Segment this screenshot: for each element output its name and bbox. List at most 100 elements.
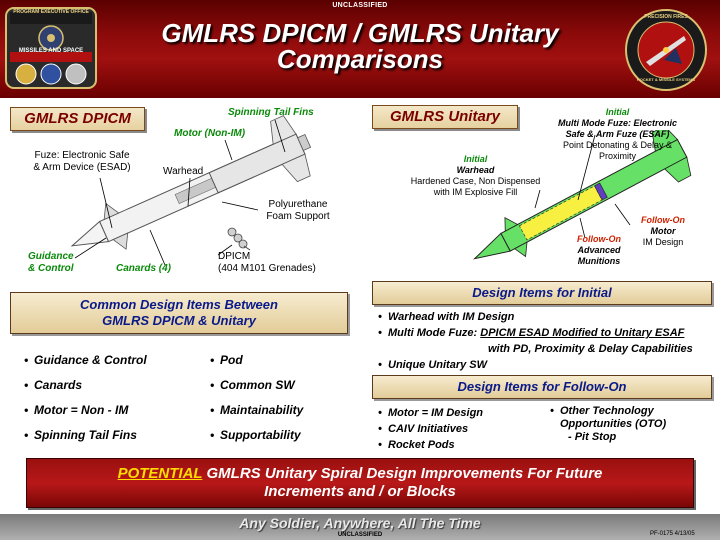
unitary-initial-fuze-head: Initial xyxy=(605,107,630,117)
unitary-fin-bottom xyxy=(664,156,692,183)
unitary-initial-warhead-line2: Hardened Case, Non Dispensed xyxy=(410,176,541,186)
design-followon-list-left: Motor = IM Design CAIV Initiatives Rocke… xyxy=(378,405,483,453)
dpicm-motor-label: Motor (Non-IM) xyxy=(174,128,246,139)
page-title: GMLRS DPICM / GMLRS Unitary Comparisons xyxy=(100,20,620,72)
badge-right-bottom-text: ROCKET & MISSILE SYSTEMS xyxy=(636,77,696,82)
unitary-initial-fuze-line1: Multi Mode Fuze: Electronic xyxy=(557,118,677,128)
unitary-initial-warhead-head: Initial xyxy=(463,154,488,164)
dpicm-rocket-diagram xyxy=(70,115,312,266)
dpicm-polyurethane-label: Polyurethane Foam Support xyxy=(258,199,338,223)
design-initial-item: Unique Unitary SW xyxy=(378,357,718,373)
fuze-capabilities: with PD, Proximity & Delay Capabilities xyxy=(488,343,693,355)
unitary-fuze-section xyxy=(594,182,608,201)
common-heading: Common Design Items Between GMLRS DPICM … xyxy=(10,292,348,334)
dpicm-polyurethane-line2: Foam Support xyxy=(266,211,330,222)
unitary-followon-motor-label: Follow-On Motor IM Design xyxy=(628,215,698,248)
unitary-followon-munitions-label: Follow-On Advanced Munitions xyxy=(565,234,633,267)
unitary-fin-top xyxy=(651,130,679,152)
unitary-followon-munitions-line1: Advanced xyxy=(577,245,621,255)
dpicm-polyurethane-line1: Polyurethane xyxy=(268,199,328,210)
dpicm-leader-lines xyxy=(74,119,286,266)
design-initial-item-cont: with PD, Proximity & Delay Capabilities xyxy=(378,341,718,357)
unitary-followon-motor-head: Follow-On xyxy=(641,215,685,225)
common-item: Canards xyxy=(24,373,147,398)
oto-line3: - Pit Stop xyxy=(568,431,617,443)
dpicm-canards-label: Canards (4) xyxy=(116,263,172,274)
potential-line2: Increments and / or Blocks xyxy=(264,483,456,500)
common-item: Guidance & Control xyxy=(24,348,147,373)
dpicm-fin-top xyxy=(270,115,297,145)
classification-bottom: UNCLASSIFIED xyxy=(337,532,383,538)
peo-missiles-space-logo xyxy=(4,6,98,90)
design-followon-item: Motor = IM Design xyxy=(378,405,483,421)
badge-left-top-text: PROGRAM EXECUTIVE OFFICE xyxy=(13,9,89,15)
common-item: Motor = Non - IM xyxy=(24,398,147,423)
design-followon-heading: Design Items for Follow-On xyxy=(372,375,712,399)
dpicm-grenades-label: DPICM (404 M101 Grenades) xyxy=(218,251,316,275)
dpicm-canard-top xyxy=(103,202,120,221)
dpicm-spinning-fins-label: Spinning Tail Fins xyxy=(228,107,314,118)
dpicm-nose xyxy=(70,220,110,247)
dpicm-guidance-label: Guidance & Control xyxy=(28,251,74,275)
badge-left-bottom-text: MISSILES AND SPACE xyxy=(18,48,84,54)
common-item: Pod xyxy=(210,348,303,373)
dpicm-fuze-line1: Fuze: Electronic Safe xyxy=(34,150,130,161)
footer-bar xyxy=(0,514,720,540)
common-list-left: Guidance & Control Canards Motor = Non -… xyxy=(24,348,147,448)
potential-banner: POTENTIAL GMLRS Unitary Spiral Design Im… xyxy=(26,458,694,508)
dpicm-warhead-label: Warhead xyxy=(163,166,204,177)
design-initial-item: Warhead with IM Design xyxy=(378,309,718,325)
unitary-nose xyxy=(473,232,511,260)
unitary-rocket-diagram xyxy=(473,130,692,260)
classification-top: UNCLASSIFIED xyxy=(332,2,388,9)
header-banner xyxy=(0,0,720,98)
unitary-followon-munitions-head: Follow-On xyxy=(577,234,621,244)
common-heading-line1: Common Design Items Between xyxy=(80,297,278,312)
design-initial-heading: Design Items for Initial xyxy=(372,281,712,305)
pf-number: PF-0175 4/13/05 xyxy=(650,531,695,537)
dpicm-guidance-line1: Guidance xyxy=(28,251,74,262)
precision-fires-logo xyxy=(624,8,708,92)
unitary-canard-top xyxy=(504,216,519,232)
design-initial-list: Warhead with IM Design Multi Mode Fuze: … xyxy=(378,309,718,373)
unitary-initial-fuze-label: Initial Multi Mode Fuze: Electronic Safe… xyxy=(540,107,695,162)
dpicm-grenades-spill xyxy=(227,227,251,251)
fuze-prefix: Multi Mode Fuze: xyxy=(388,327,481,339)
badge-right-top-text: PRECISION FIRES xyxy=(644,14,688,20)
unitary-followon-munitions-line2: Munitions xyxy=(577,256,621,266)
oto-line2: Opportunities (OTO) xyxy=(560,418,667,430)
design-followon-oto: Other Technology Opportunities (OTO) - P… xyxy=(550,405,666,444)
common-heading-line2: GMLRS DPICM & Unitary xyxy=(102,313,256,328)
unitary-initial-fuze-line2: Safe & Arm Fuze (ESAF) xyxy=(565,129,670,139)
unitary-initial-fuze-line3: Point Detonating & Delay & xyxy=(562,140,673,150)
dpicm-guidance-line2: & Control xyxy=(28,263,74,274)
unitary-leader-lines xyxy=(534,134,631,239)
design-followon-item: CAIV Initiatives xyxy=(378,421,483,437)
oto-line1: Other Technology xyxy=(560,405,654,417)
title-line2: Comparisons xyxy=(276,44,444,74)
design-initial-item-fuze: Multi Mode Fuze: DPICM ESAD Modified to … xyxy=(378,325,718,341)
unitary-initial-warhead-line1: Warhead xyxy=(456,165,495,175)
unitary-canard-bottom xyxy=(513,241,528,258)
unitary-followon-motor-line2: IM Design xyxy=(642,237,684,247)
dpicm-fin-bottom xyxy=(281,153,311,183)
dpicm-canard-bottom xyxy=(112,232,129,250)
title-line1: GMLRS DPICM / GMLRS Unitary xyxy=(161,18,559,48)
dpicm-grenades-line2: (404 M101 Grenades) xyxy=(218,263,316,274)
design-followon-list-right: Other Technology Opportunities (OTO) - P… xyxy=(550,405,666,444)
unitary-followon-motor-line1: Motor xyxy=(650,226,676,236)
common-item: Spinning Tail Fins xyxy=(24,423,147,448)
unitary-label-box: GMLRS Unitary xyxy=(372,105,518,129)
common-item: Maintainability xyxy=(210,398,303,423)
design-followon-item: Rocket Pods xyxy=(378,437,483,453)
dpicm-label-box: GMLRS DPICM xyxy=(10,107,145,131)
dpicm-fuze-label: Fuze: Electronic Safe & Arm Device (ESAD… xyxy=(22,150,142,174)
common-item: Common SW xyxy=(210,373,303,398)
unitary-initial-warhead-label: Initial Warhead Hardened Case, Non Dispe… xyxy=(398,154,553,198)
dpicm-grenades-line1: DPICM xyxy=(218,251,251,262)
potential-line1-rest: GMLRS Unitary Spiral Design Improvements… xyxy=(202,465,603,482)
unitary-initial-fuze-line4: Proximity xyxy=(598,151,636,161)
footer-slogan: Any Soldier, Anywhere, All The Time xyxy=(239,515,481,531)
common-list-right: Pod Common SW Maintainability Supportabi… xyxy=(210,348,303,448)
potential-highlight: POTENTIAL xyxy=(117,465,203,482)
